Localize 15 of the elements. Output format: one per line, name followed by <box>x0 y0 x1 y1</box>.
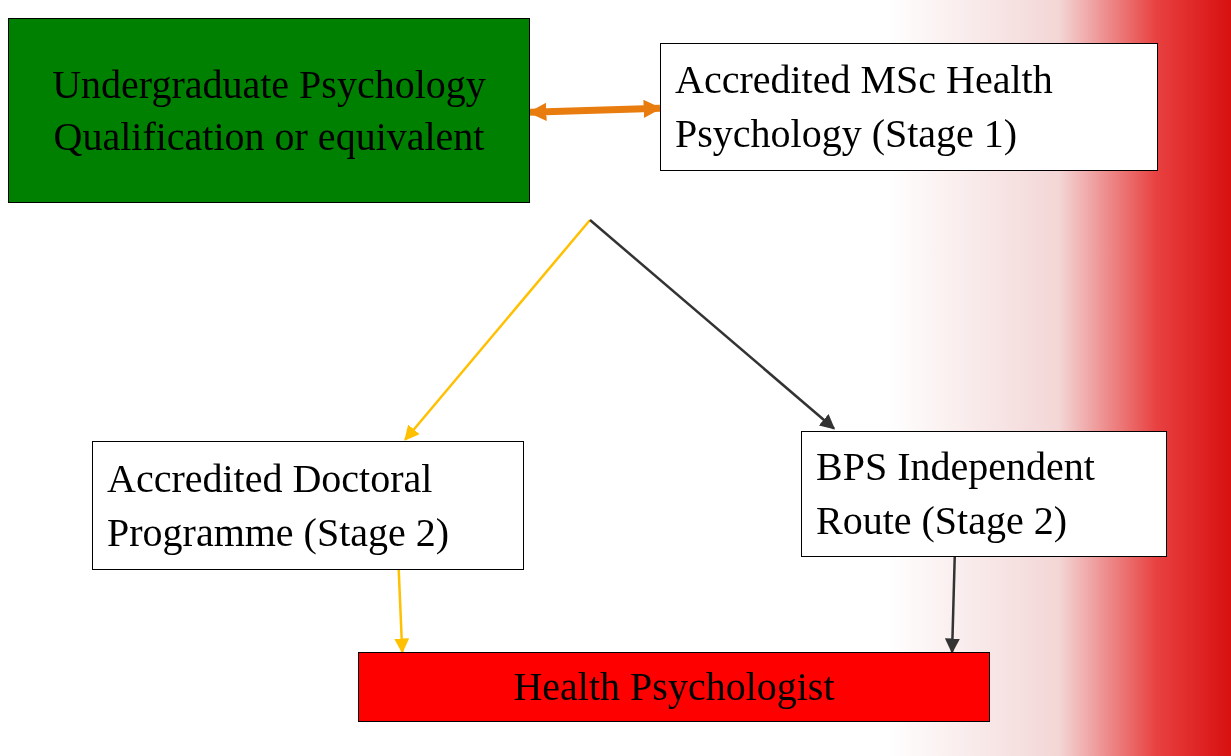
node-label: BPS Independent Route (Stage 2) <box>816 443 1096 545</box>
arrow <box>528 99 662 121</box>
arrow <box>589 219 836 430</box>
node-label: Accredited Doctoral Programme (Stage 2) <box>107 454 451 557</box>
process-box <box>92 441 524 570</box>
node-label: Undergraduate Psychology Qualification or equivalent <box>51 60 487 161</box>
process-box <box>8 18 530 203</box>
node-label: Accredited MSc Health Psychology (Stage 1) <box>675 56 1054 158</box>
process-box <box>801 431 1167 557</box>
process-box <box>660 43 1158 171</box>
node-label: Health Psychologist <box>513 663 835 711</box>
process-box <box>358 652 990 722</box>
arrow <box>394 569 410 654</box>
arrow <box>944 556 960 654</box>
arrow <box>404 219 591 441</box>
